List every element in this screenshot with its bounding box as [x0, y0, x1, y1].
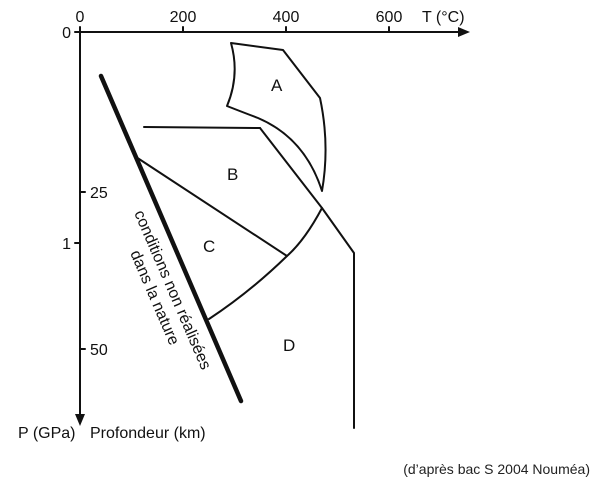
depth-tick-label-50: 50: [90, 342, 108, 359]
t-tick-label-600: 600: [376, 9, 403, 26]
depth-axis-title: Profondeur (km): [90, 425, 206, 442]
natural-limit-line: [98, 73, 244, 404]
p-tick-label-1: 1: [62, 236, 71, 253]
zone-c-top-line: [135, 156, 288, 257]
zone-b-right-line: [259, 127, 355, 429]
pressure-axis-title: P (GPa): [18, 425, 76, 442]
t-tick-label-400: 400: [273, 9, 300, 26]
zone-c-label: C: [203, 237, 215, 256]
depth-axis-arrowhead: [75, 414, 85, 426]
t-tick-label-200: 200: [170, 9, 197, 26]
p-tick-label-0: 0: [62, 25, 71, 42]
zone-b-top-line: [143, 126, 261, 129]
zone-a-label: A: [271, 76, 283, 95]
temperature-axis-title: T (°C): [422, 9, 465, 26]
zone-a-boundary: [226, 42, 327, 192]
zone-b-label: B: [227, 165, 238, 184]
temperature-axis-arrowhead: [458, 27, 470, 37]
source-caption: (d’après bac S 2004 Nouméa): [403, 461, 590, 477]
zone-d-label: D: [283, 336, 295, 355]
zone-c-outer-curve: [208, 207, 323, 320]
t-tick-label-0: 0: [76, 9, 85, 26]
depth-tick-label-25: 25: [90, 185, 108, 202]
